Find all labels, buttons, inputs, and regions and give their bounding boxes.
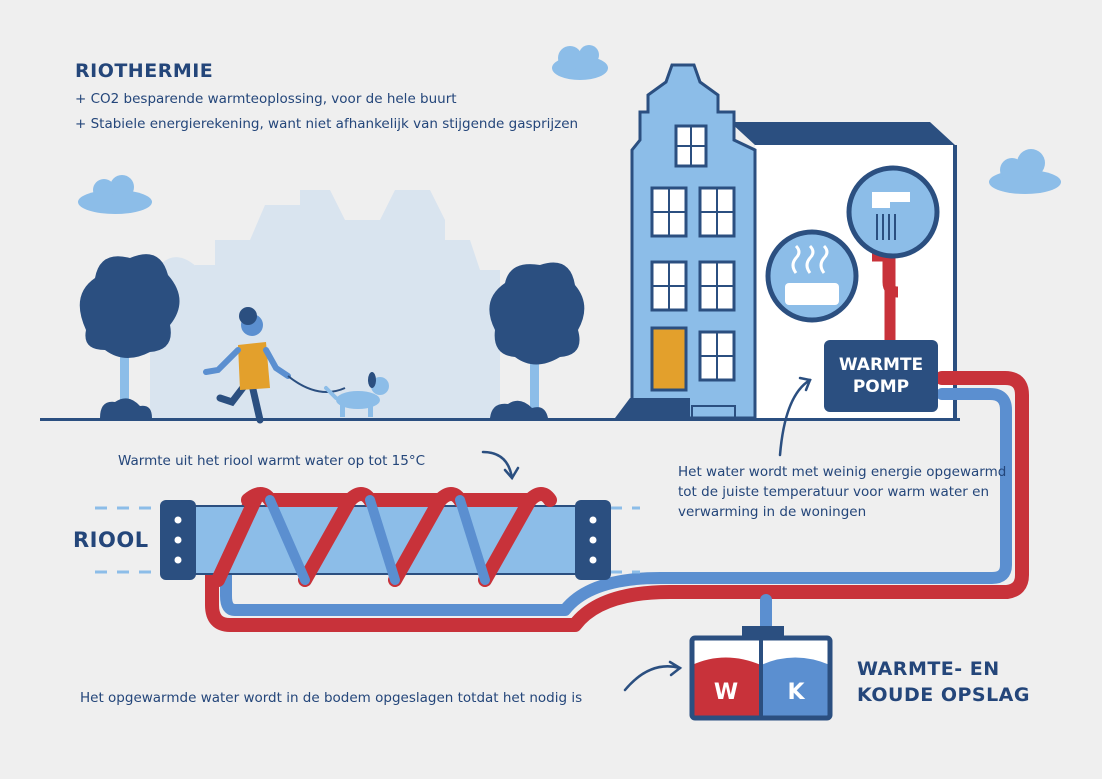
arrow-icon: [778, 376, 812, 457]
ground-line: [40, 418, 960, 421]
tree-icon: [79, 254, 180, 418]
person-walking-illustration: [203, 307, 346, 424]
cloud-icon: [552, 45, 608, 80]
heat-exchange-coil: [211, 487, 557, 587]
radiator-icon: [765, 229, 859, 323]
sewer-label: RIOOL: [73, 528, 149, 552]
warm-label: W: [713, 680, 739, 705]
cloud-icon: [989, 149, 1061, 194]
page-title: RIOTHERMIE: [75, 60, 214, 82]
arrow-icon: [623, 660, 683, 692]
benefit-item: + Stabiele energierekening, want niet af…: [75, 116, 579, 132]
storage-label: WARMTE- EN KOUDE OPSLAG: [857, 658, 1030, 706]
city-silhouette: [150, 190, 500, 420]
sewer-pipe: [95, 500, 640, 580]
cold-label: K: [787, 680, 805, 705]
cloud-icon: [78, 175, 152, 214]
caption-sewer-heat: Warmte uit het riool warmt water op tot …: [118, 453, 426, 469]
caption-heat-pump: Het water wordt met weinig energie opgew…: [678, 464, 1007, 520]
shower-icon: [846, 165, 940, 259]
benefit-item: + CO2 besparende warmteoplossing, voor d…: [75, 91, 457, 107]
arrow-icon: [481, 450, 520, 481]
heat-pump-box: [824, 340, 938, 412]
storage-tank: [689, 626, 833, 721]
heat-pump-label: WARMTE POMP: [838, 355, 924, 397]
caption-storage: Het opgewarmde water wordt in de bodem o…: [80, 690, 583, 706]
tree-icon: [489, 262, 585, 418]
dog-illustration: [324, 372, 389, 417]
